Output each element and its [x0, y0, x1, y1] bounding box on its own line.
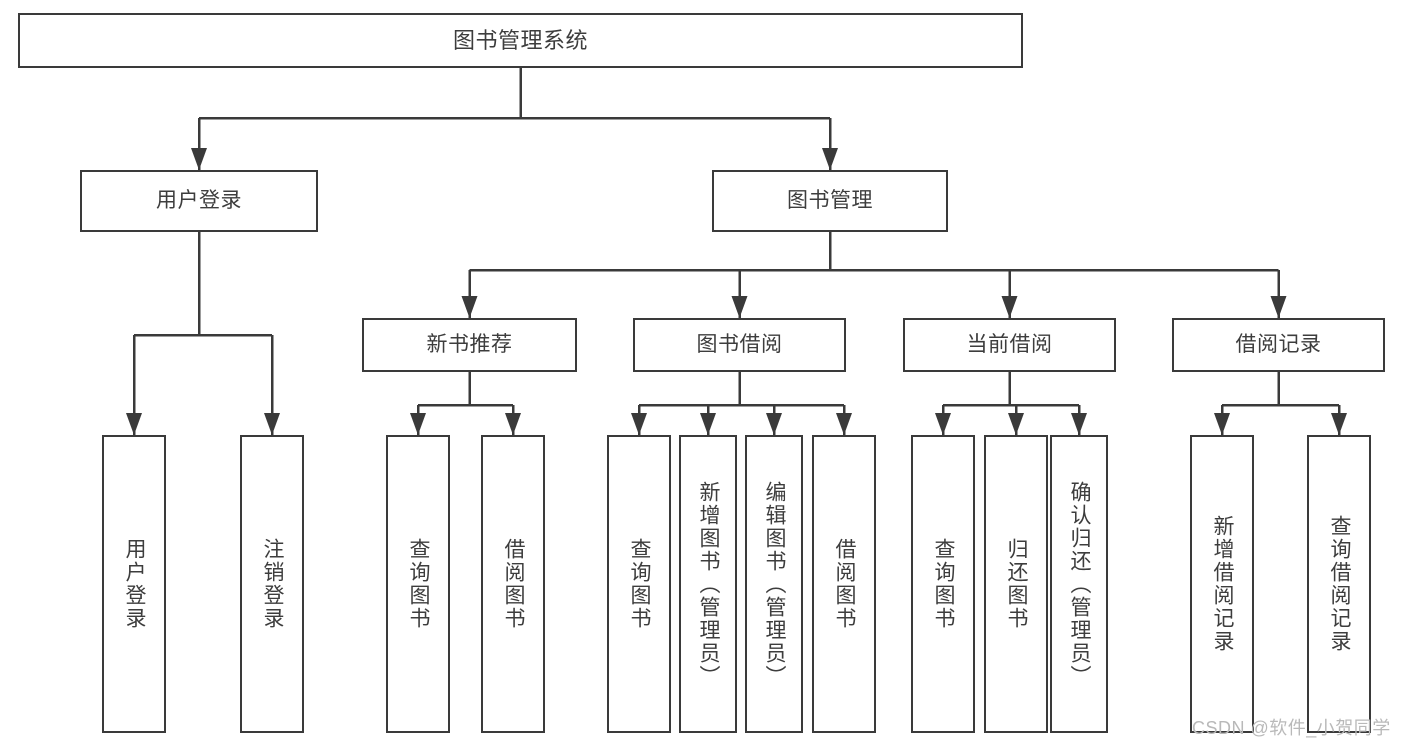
node-login[interactable]: 用户登录 — [80, 170, 318, 232]
node-label-borrow: 图书借阅 — [696, 333, 783, 357]
arrowhead-2-1 — [264, 413, 280, 435]
node-label-bookmgmt: 图书管理 — [787, 189, 873, 213]
node-label-leaf-query-record: 查询借阅记录 — [1328, 515, 1352, 653]
node-leaf-add-book[interactable]: 新增图书（管理员） — [679, 435, 737, 733]
node-label-leaf-borrow-book-2: 借阅图书 — [833, 538, 857, 630]
csdn-watermark: CSDN @软件_小贺同学 — [1192, 718, 1391, 738]
arrowhead-2-0 — [126, 413, 142, 435]
node-label-leaf-user-login: 用户登录 — [123, 538, 147, 630]
node-leaf-query-book-3[interactable]: 查询图书 — [911, 435, 975, 733]
node-leaf-confirm-return[interactable]: 确认归还（管理员） — [1050, 435, 1108, 733]
node-records[interactable]: 借阅记录 — [1172, 318, 1385, 372]
arrowhead-1-2 — [1001, 296, 1018, 318]
arrowhead-5-1 — [1008, 413, 1024, 435]
node-label-leaf-confirm-return: 确认归还（管理员） — [1068, 480, 1092, 688]
node-label-leaf-add-record: 新增借阅记录 — [1211, 515, 1235, 653]
arrowhead-4-0 — [631, 413, 647, 435]
arrowhead-3-0 — [410, 413, 426, 435]
node-label-leaf-query-book-2: 查询图书 — [628, 538, 652, 630]
node-leaf-query-book-1[interactable]: 查询图书 — [386, 435, 450, 733]
arrowhead-6-1 — [1331, 413, 1347, 435]
node-label-login: 用户登录 — [156, 189, 242, 213]
node-newbook[interactable]: 新书推荐 — [362, 318, 577, 372]
node-label-leaf-user-logout: 注销登录 — [261, 538, 285, 630]
arrowhead-4-1 — [700, 413, 716, 435]
arrowhead-5-0 — [935, 413, 951, 435]
node-label-current: 当前借阅 — [966, 333, 1053, 357]
node-label-leaf-borrow-book-1: 借阅图书 — [502, 538, 526, 630]
arrowhead-1-3 — [1270, 296, 1287, 318]
arrowhead-0-0 — [191, 148, 207, 170]
arrowhead-4-3 — [836, 413, 852, 435]
node-leaf-edit-book[interactable]: 编辑图书（管理员） — [745, 435, 803, 733]
node-label-leaf-edit-book: 编辑图书（管理员） — [763, 480, 787, 688]
arrowhead-0-1 — [822, 148, 838, 170]
node-leaf-user-logout[interactable]: 注销登录 — [240, 435, 304, 733]
node-leaf-add-record[interactable]: 新增借阅记录 — [1190, 435, 1254, 733]
node-leaf-borrow-book-1[interactable]: 借阅图书 — [481, 435, 545, 733]
node-bookmgmt[interactable]: 图书管理 — [712, 170, 948, 232]
node-current[interactable]: 当前借阅 — [903, 318, 1116, 372]
node-label-records: 借阅记录 — [1235, 333, 1322, 357]
node-label-root: 图书管理系统 — [452, 27, 588, 53]
node-label-leaf-return-book: 归还图书 — [1005, 538, 1029, 630]
node-label-leaf-add-book: 新增图书（管理员） — [697, 480, 721, 688]
arrowhead-3-1 — [505, 413, 521, 435]
arrowhead-1-0 — [461, 296, 478, 318]
node-leaf-return-book[interactable]: 归还图书 — [984, 435, 1048, 733]
node-label-newbook: 新书推荐 — [426, 333, 513, 357]
node-borrow[interactable]: 图书借阅 — [633, 318, 846, 372]
node-label-leaf-query-book-1: 查询图书 — [407, 538, 431, 630]
node-leaf-query-record[interactable]: 查询借阅记录 — [1307, 435, 1371, 733]
node-root[interactable]: 图书管理系统 — [18, 13, 1023, 68]
node-leaf-user-login[interactable]: 用户登录 — [102, 435, 166, 733]
node-leaf-borrow-book-2[interactable]: 借阅图书 — [812, 435, 876, 733]
node-label-leaf-query-book-3: 查询图书 — [932, 538, 956, 630]
arrowhead-6-0 — [1214, 413, 1230, 435]
node-leaf-query-book-2[interactable]: 查询图书 — [607, 435, 671, 733]
arrowhead-5-2 — [1071, 413, 1087, 435]
arrowhead-1-1 — [731, 296, 748, 318]
arrowhead-4-2 — [766, 413, 782, 435]
